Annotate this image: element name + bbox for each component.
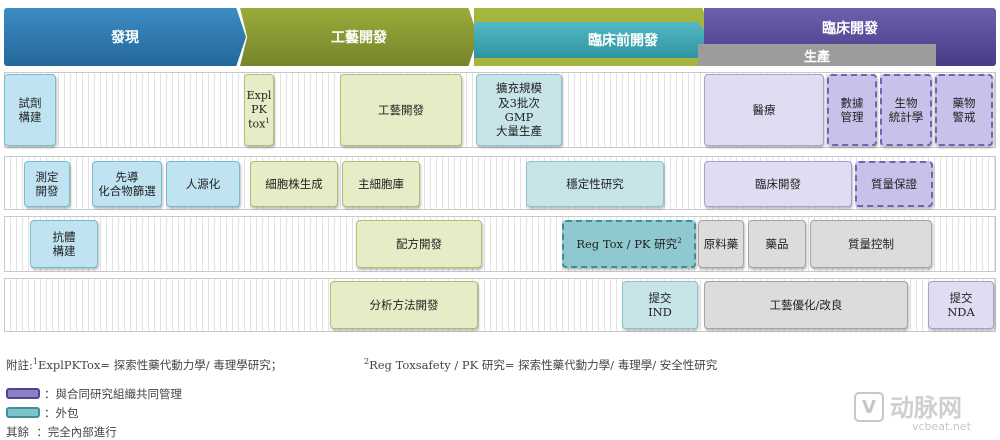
watermark-url: vcbeat.net <box>912 420 971 433</box>
phase-preclinical: 臨床前開發 <box>474 22 712 58</box>
footnote-2: 2Reg Toxsafety / PK 研究= 探索性藥代動力學/ 毒理學/ 安… <box>364 357 718 372</box>
box-quality-control: 質量控制 <box>810 220 932 268</box>
box-drug-substance: 原料藥 <box>698 220 744 268</box>
watermark-brand: 动脉网 <box>890 394 962 422</box>
box-submit-ind: 提交 IND <box>622 281 698 329</box>
box-stability-study: 穩定性研究 <box>526 161 664 207</box>
box-drug-product: 藥品 <box>748 220 806 268</box>
box-assay-development: 測定 開發 <box>24 161 70 207</box>
legend-other-label: 其餘 ：完全內部進行 <box>6 425 117 439</box>
legend-teal-label: ：外包 <box>44 406 79 420</box>
box-submit-nda: 提交 NDA <box>928 281 994 329</box>
watermark-logo-icon: V <box>854 392 884 422</box>
box-expl-pk-tox: Expl PK tox1 <box>244 74 274 146</box>
box-pharmacovigilance: 藥物 警戒 <box>935 74 993 146</box>
footnote-1: 附註:1ExplPKTox= 探索性藥代動力學/ 毒理學研究； <box>6 357 283 372</box>
box-antibody-construction: 抗體 構建 <box>30 220 98 268</box>
box-lead-screening: 先導 化合物篩選 <box>92 161 162 207</box>
phase-production: 生產 <box>698 44 936 66</box>
phase-discovery: 發現 <box>4 8 246 66</box>
legend-purple-swatch <box>6 388 40 399</box>
box-process-optimization: 工藝優化/改良 <box>704 281 908 329</box>
box-data-management: 數據 管理 <box>827 74 877 146</box>
phase-process-development: 工藝開發 <box>240 8 478 66</box>
box-reagent-construction: 試劑 構建 <box>4 74 56 146</box>
box-quality-assurance: 質量保證 <box>855 161 933 207</box>
box-clinical-development: 臨床開發 <box>704 161 852 207</box>
box-reg-tox-pk-study: Reg Tox / PK 研究2 <box>562 220 696 268</box>
box-scale-up-gmp: 擴充規模 及3批次 GMP 大量生產 <box>476 74 562 146</box>
legend-teal-swatch <box>6 407 40 418</box>
box-master-cell-bank: 主細胞庫 <box>342 161 420 207</box>
box-process-development: 工藝開發 <box>340 74 462 146</box>
legend-purple-label: ：與合同研究組織共同管理 <box>44 387 182 401</box>
box-analytical-method-development: 分析方法開發 <box>330 281 478 329</box>
box-humanization: 人源化 <box>166 161 240 207</box>
box-biostatistics: 生物 統計學 <box>880 74 932 146</box>
box-cell-line-generation: 細胞株生成 <box>250 161 338 207</box>
box-medical: 醫療 <box>704 74 824 146</box>
box-formulation-development: 配方開發 <box>356 220 482 268</box>
